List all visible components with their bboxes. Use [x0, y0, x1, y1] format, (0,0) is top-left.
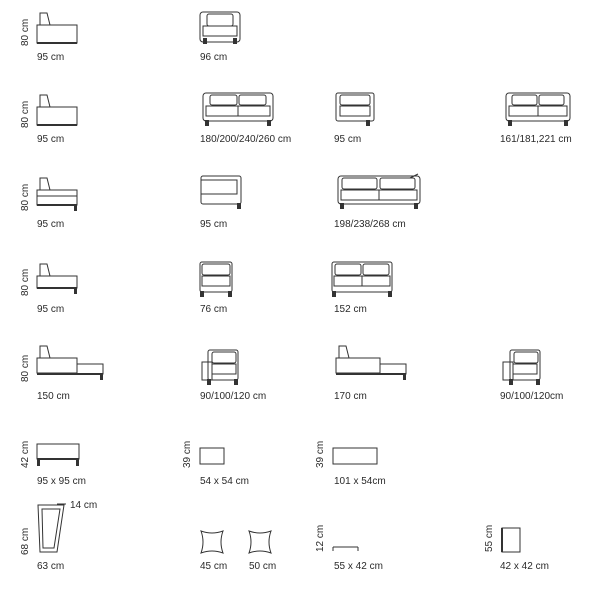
width-label: 161/181,221 cm [500, 134, 572, 145]
sofa-front-view-r2d [505, 92, 571, 126]
width-label: 14 cm [70, 500, 98, 511]
armchair-one-arm-r2c [335, 92, 375, 126]
tray-r7d [332, 546, 359, 551]
sofa-side-view-r1a [36, 12, 78, 44]
width-label: 90/100/120 cm [200, 391, 267, 402]
width-label: 42 x 42 cm [500, 561, 549, 572]
width-label: 55 x 42 cm [334, 561, 383, 572]
corner-unit-r3b [200, 175, 242, 209]
width-label: 95 cm [37, 52, 65, 63]
width-label: 96 cm [200, 52, 228, 63]
ottoman-r6a [36, 443, 80, 466]
height-label: 80 cm [20, 183, 31, 211]
width-label: 63 cm [37, 561, 65, 572]
armchair-front-view-r1b [199, 11, 241, 44]
height-label: 80 cm [20, 100, 31, 128]
width-label: 170 cm [334, 391, 367, 402]
width-label: 95 x 95 cm [37, 476, 86, 487]
width-label: 152 cm [334, 304, 367, 315]
height-label: 39 cm [315, 440, 326, 468]
pouf-large-r6c [332, 447, 378, 465]
height-label: 80 cm [20, 354, 31, 382]
width-label: 95 cm [37, 134, 65, 145]
height-label: 80 cm [20, 268, 31, 296]
armless-sofa-r4c [331, 261, 393, 297]
height-label: 42 cm [20, 440, 31, 468]
height-label: 39 cm [182, 440, 193, 468]
armrest-side-r7a [37, 503, 66, 553]
height-label: 55 cm [484, 524, 495, 552]
width-label: 95 cm [334, 134, 362, 145]
height-label: 68 cm [20, 527, 31, 555]
cushion-small-r7b [200, 530, 224, 554]
sofa-side-view-r4a [36, 263, 78, 294]
corner-front-view-r5b [201, 349, 239, 385]
corner-sofa-r3c [337, 173, 421, 209]
sofa-front-view-r2b [202, 92, 274, 126]
width-label: 45 cm [200, 561, 228, 572]
width-label: 101 x 54cm [334, 476, 386, 487]
armless-chair-r4b [199, 261, 233, 297]
height-label: 80 cm [20, 18, 31, 46]
height-label: 12 cm [315, 524, 326, 552]
width-label: 54 x 54 cm [200, 476, 249, 487]
width-label: 198/238/268 cm [334, 219, 406, 230]
corner-front-view-r5d [502, 349, 541, 385]
sofa-side-view-r2a [36, 94, 78, 126]
width-label: 50 cm [249, 561, 277, 572]
width-label: 150 cm [37, 391, 70, 402]
width-label: 95 cm [37, 219, 65, 230]
width-label: 95 cm [37, 304, 65, 315]
width-label: 76 cm [200, 304, 228, 315]
width-label: 90/100/120cm [500, 391, 564, 402]
pouf-small-r6b [199, 447, 225, 465]
width-label: 95 cm [200, 219, 228, 230]
width-label: 180/200/240/260 cm [200, 134, 292, 145]
cushion-large-r7c [248, 530, 272, 554]
side-table-r7e [501, 527, 521, 553]
chaise-side-view-r5a [36, 345, 104, 380]
chaise-side-view-r5c [335, 345, 407, 380]
sofa-side-view-r3a [36, 177, 78, 211]
